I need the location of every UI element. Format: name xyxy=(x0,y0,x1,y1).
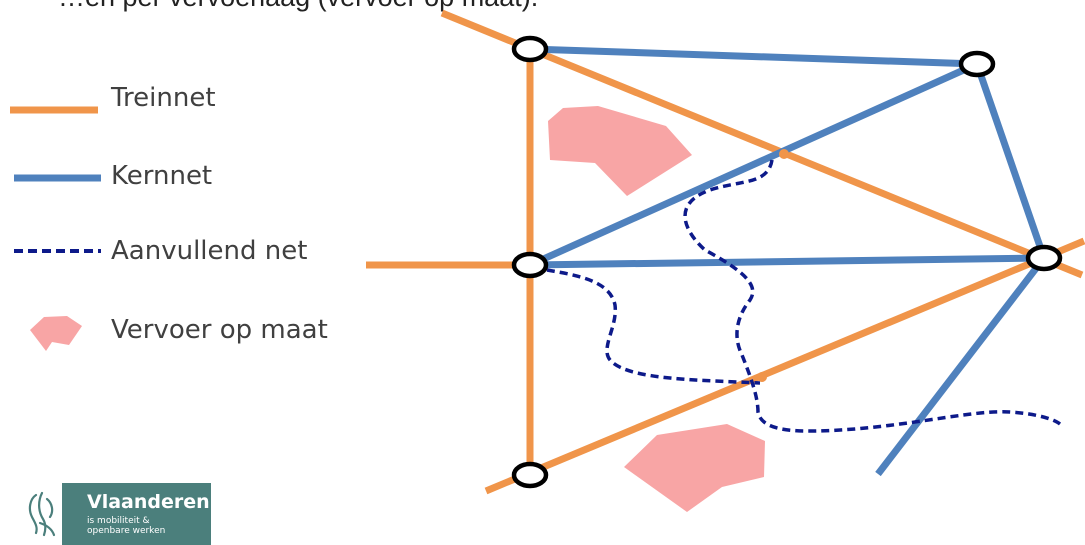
legend-label-core: Kernnet xyxy=(111,161,213,191)
supplementary-line-branch xyxy=(546,268,761,385)
hub-node-top-left xyxy=(511,35,549,63)
legend-label-supplementary: Aanvullend net xyxy=(111,236,308,266)
train-line-diagonal-bottom xyxy=(484,237,1085,495)
stop-point-lower xyxy=(757,372,767,382)
core-line-horizontal xyxy=(529,254,1045,269)
hub-node-bottom-left xyxy=(511,461,549,489)
stop-point-upper xyxy=(779,149,789,159)
logo-subtitle: is mobiliteit & openbare werken xyxy=(87,516,197,536)
on-demand-area-top xyxy=(548,106,692,196)
header-partial-text: …en per vervoerlaag (vervoer op maat). xyxy=(58,0,538,13)
legend-symbol-on-demand xyxy=(30,316,82,351)
train-line-diagonal-top xyxy=(440,9,1084,279)
logo-subtitle-line-1: is mobiliteit & xyxy=(87,516,150,526)
legend-label-train: Treinnet xyxy=(111,83,216,113)
hub-node-right xyxy=(1025,244,1063,272)
core-line-right xyxy=(973,62,1048,260)
core-line-diagonal xyxy=(528,60,979,269)
core-line-lower xyxy=(875,255,1047,477)
supplementary-line-main xyxy=(683,159,1062,433)
hub-node-top-right xyxy=(958,50,996,78)
logo-title: Vlaanderen xyxy=(87,491,210,513)
flemish-lion-icon xyxy=(28,491,66,537)
on-demand-area-bottom xyxy=(624,424,765,512)
core-line-top xyxy=(529,45,978,68)
hub-node-center-left xyxy=(511,251,549,279)
logo-subtitle-line-2: openbare werken xyxy=(87,526,166,536)
legend-label-on-demand: Vervoer op maat xyxy=(111,315,328,345)
